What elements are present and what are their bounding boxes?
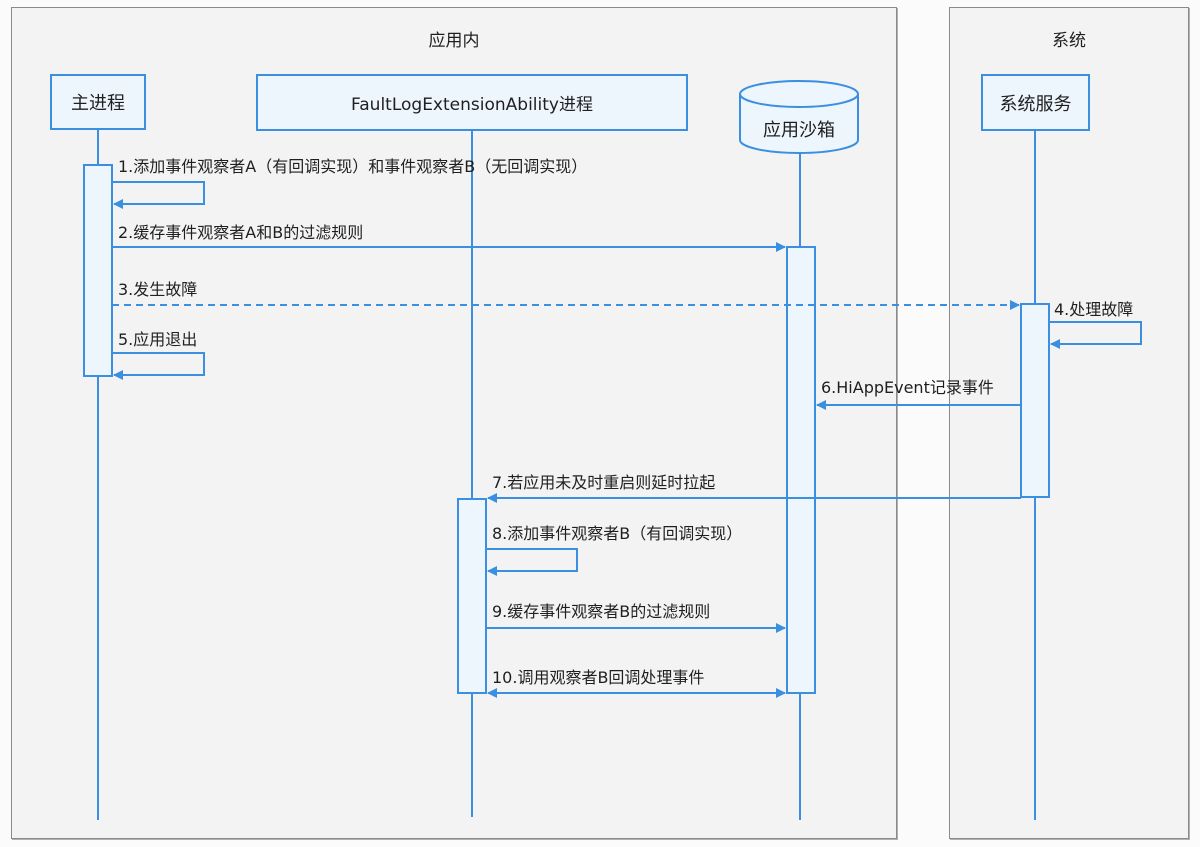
- participant-sandbox: 应用沙箱: [763, 120, 835, 141]
- arrow-msg-8: [486, 548, 578, 576]
- participant-extension-process: FaultLogExtensionAbility进程: [256, 74, 688, 131]
- sandbox-cylinder: [739, 80, 859, 154]
- message-label-4: 4.处理故障: [1054, 300, 1134, 319]
- message-label-10: 10.调用观察者B回调处理事件: [492, 668, 705, 687]
- participant-system-service: 系统服务: [981, 74, 1090, 131]
- message-label-8: 8.添加事件观察者B（有回调实现）: [492, 524, 743, 543]
- message-label-9: 9.缓存事件观察者B的过滤规则: [492, 602, 711, 621]
- frame-system-title: 系统: [1052, 31, 1086, 51]
- arrow-msg-1: [112, 181, 205, 209]
- message-label-1: 1.添加事件观察者A（有回调实现）和事件观察者B（无回调实现）: [118, 157, 588, 176]
- activation-main-process: [83, 164, 113, 377]
- participant-main-process: 主进程: [50, 74, 146, 130]
- message-label-7: 7.若应用未及时重启则延时拉起: [492, 473, 716, 492]
- message-label-6: 6.HiAppEvent记录事件: [821, 378, 994, 397]
- arrow-msg-4: [1049, 321, 1142, 349]
- message-label-3: 3.发生故障: [118, 280, 198, 299]
- activation-sandbox: [786, 246, 816, 694]
- activation-extension-process: [457, 498, 487, 694]
- frame-system: 系统: [949, 7, 1189, 839]
- message-label-5: 5.应用退出: [118, 330, 198, 349]
- message-label-2: 2.缓存事件观察者A和B的过滤规则: [118, 223, 364, 242]
- activation-system-service: [1020, 303, 1050, 498]
- frame-app-title: 应用内: [428, 31, 480, 51]
- arrow-msg-5: [112, 352, 205, 380]
